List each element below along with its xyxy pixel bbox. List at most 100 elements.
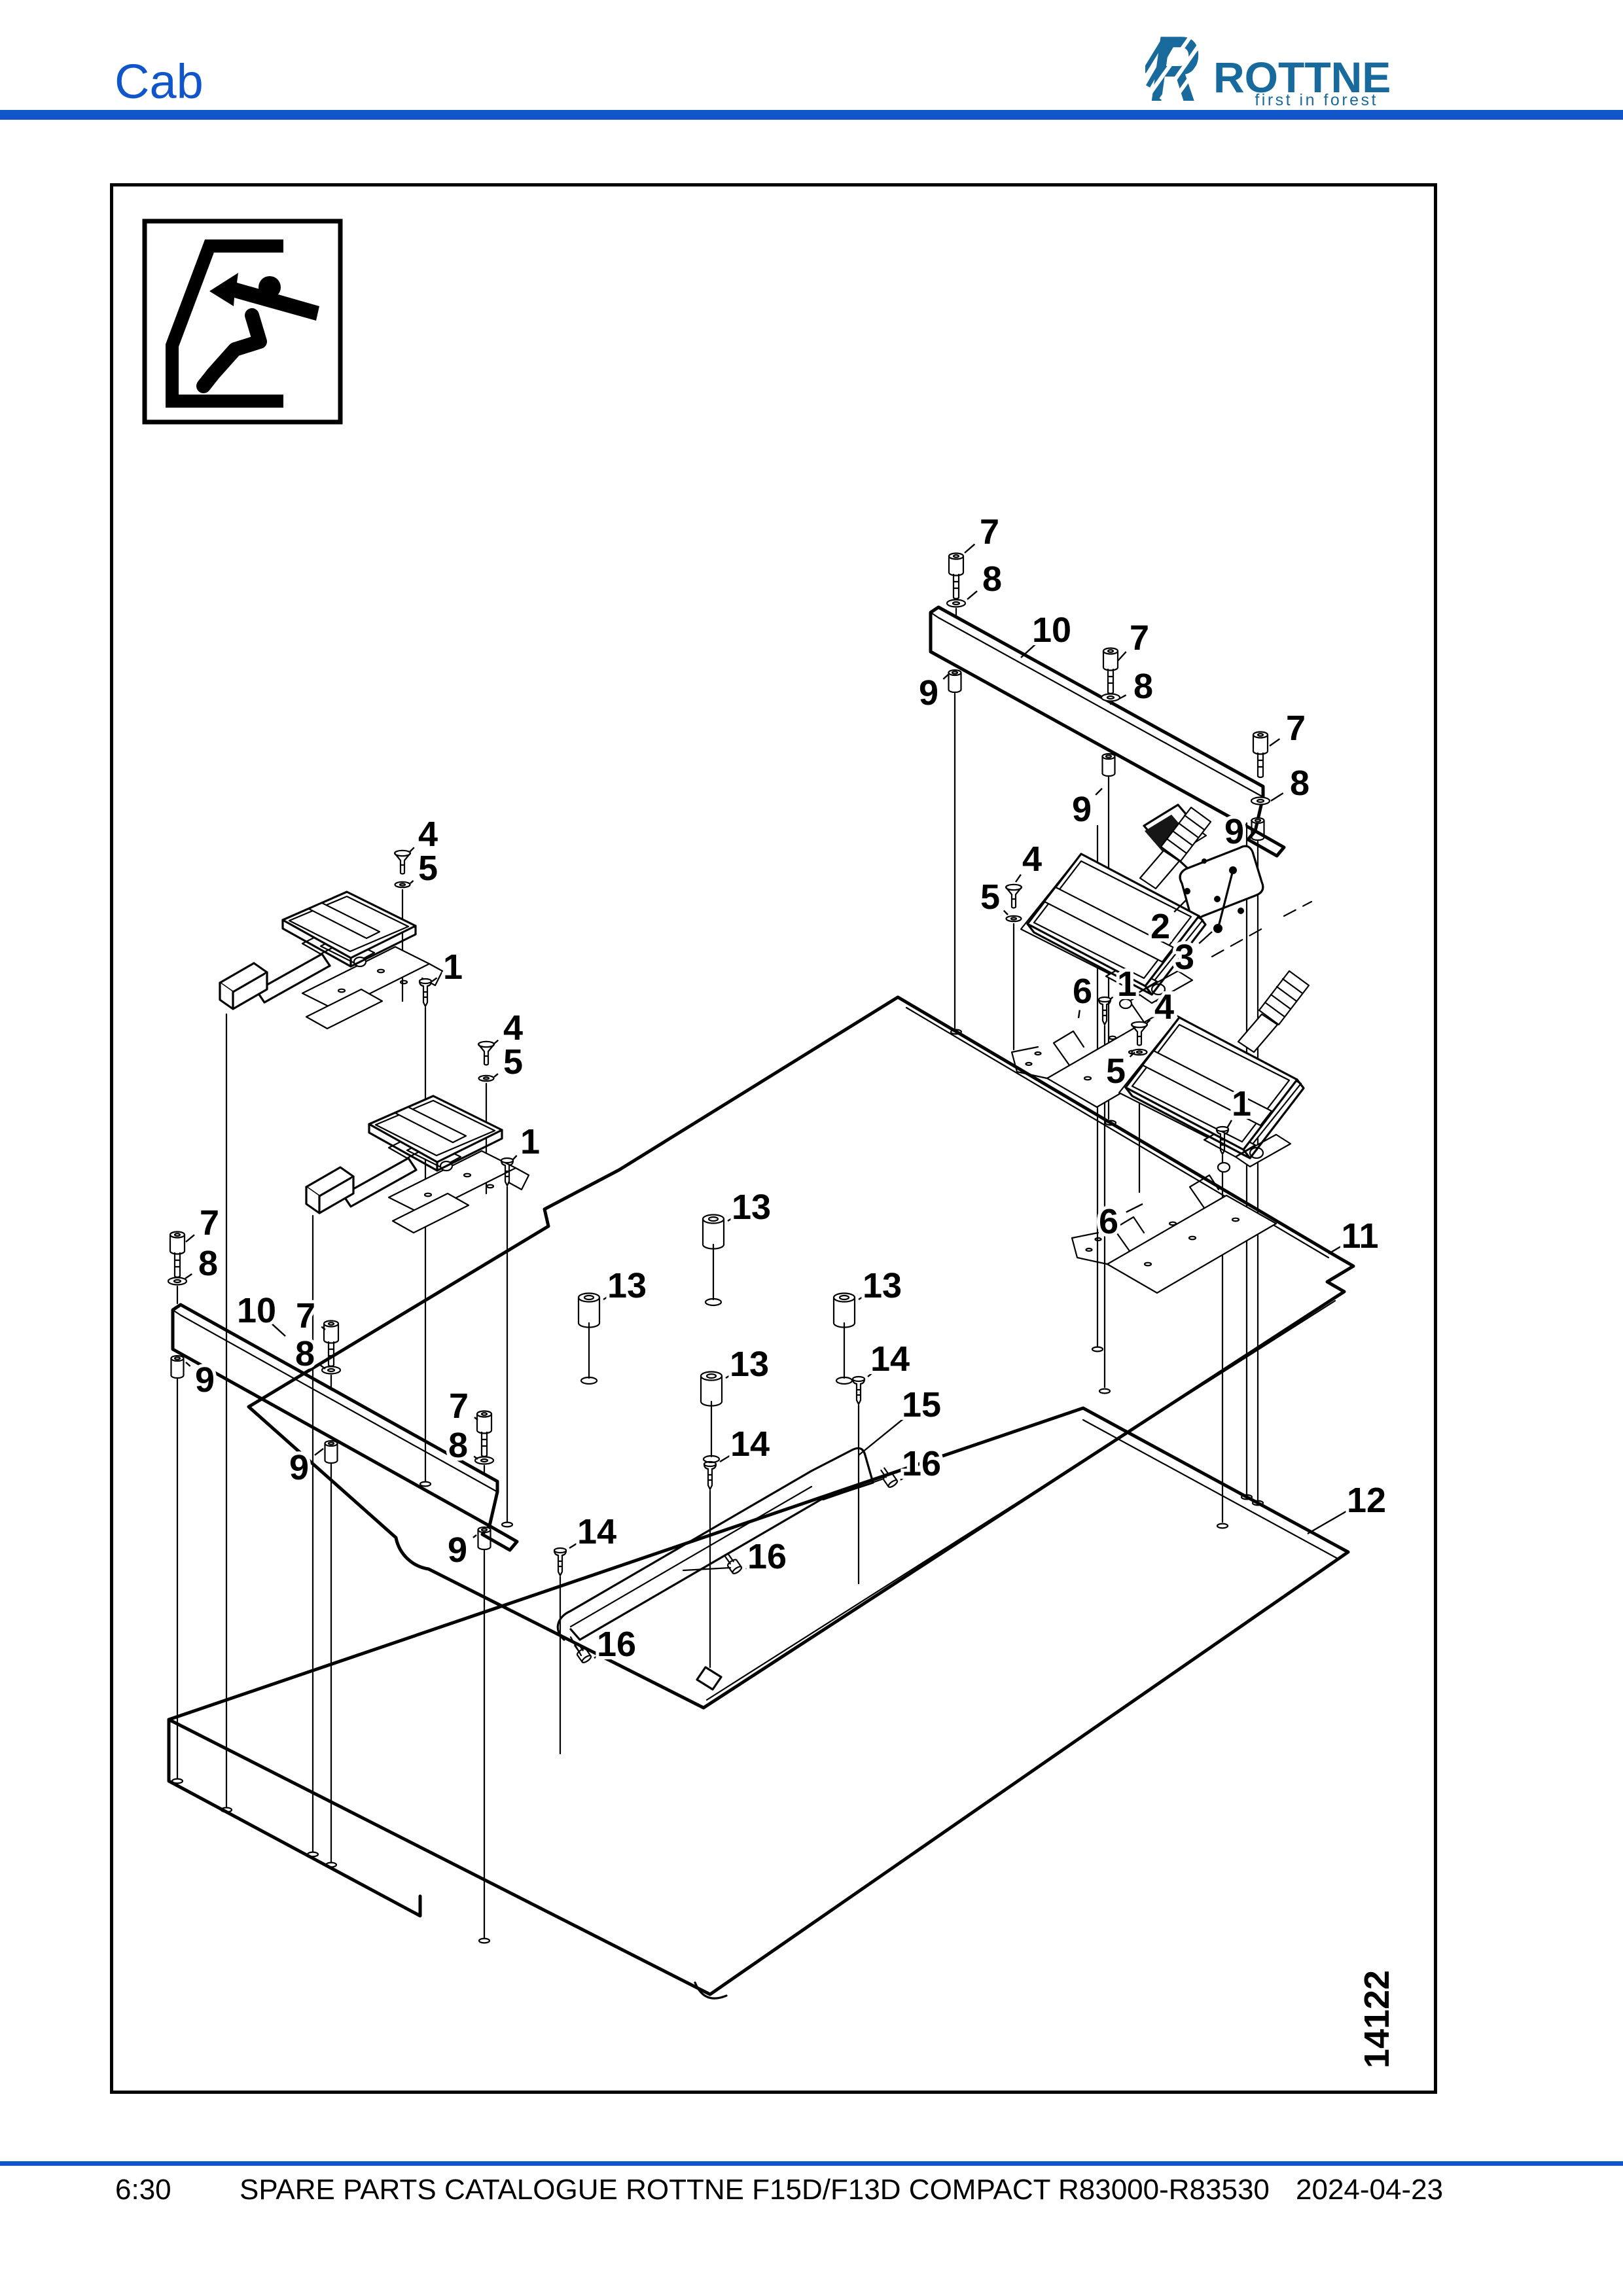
callout-label-13: 13 <box>730 1345 769 1384</box>
callout-label-13: 13 <box>732 1188 771 1227</box>
callout-label-11: 11 <box>1341 1216 1378 1256</box>
callout-label-5: 5 <box>418 849 438 888</box>
callout-leader <box>964 543 976 554</box>
callout-leader <box>1095 788 1103 796</box>
callout-label-2: 2 <box>1150 907 1170 946</box>
callout-leader <box>1270 792 1284 802</box>
callout-leader <box>473 1455 478 1460</box>
callout-label-10: 10 <box>237 1291 276 1330</box>
page-title: Cab <box>115 54 204 109</box>
callout-leader <box>1126 1203 1143 1213</box>
callout-leader <box>185 1362 191 1367</box>
logo-tagline: first in forest <box>1255 91 1378 109</box>
callout-leader <box>858 1294 866 1301</box>
rottne-logo: R ROTTNE first in forest <box>1145 26 1391 111</box>
footer-page-ref: 6:30 <box>115 2174 171 2206</box>
callout-label-10: 10 <box>1032 610 1071 650</box>
callout-label-4: 4 <box>418 815 438 854</box>
callout-leader <box>1307 1508 1350 1535</box>
callout-leader <box>719 1453 734 1463</box>
callout-label-8: 8 <box>198 1244 218 1283</box>
callout-label-5: 5 <box>503 1042 523 1082</box>
callout-leader <box>473 1534 477 1538</box>
callout-label-9: 9 <box>1224 812 1244 851</box>
callout-label-14: 14 <box>730 1424 770 1464</box>
callout-label-1: 1 <box>1232 1084 1251 1123</box>
callout-label-8: 8 <box>1133 667 1153 706</box>
callout-leader <box>1198 931 1213 944</box>
callout-leader <box>1146 1019 1151 1024</box>
callout-label-3: 3 <box>1175 938 1194 977</box>
drawing-number: 14122 <box>1357 1970 1397 2068</box>
logo-r-mark: R <box>1145 26 1217 111</box>
callout-leader <box>493 1073 499 1078</box>
callout-label-8: 8 <box>982 559 1002 599</box>
callout-label-7: 7 <box>200 1203 219 1243</box>
callout-label-8: 8 <box>295 1334 315 1373</box>
callout-label-7: 7 <box>449 1386 469 1426</box>
callout-leader <box>431 977 438 982</box>
callout-leader <box>410 880 414 884</box>
callout-leader <box>1015 874 1022 883</box>
callout-leader <box>512 1155 518 1160</box>
callout-label-1: 1 <box>443 947 463 987</box>
callout-leader <box>569 1540 581 1549</box>
callout-leader <box>1077 1010 1080 1019</box>
callout-label-1: 1 <box>520 1122 540 1161</box>
mounting-rail-left <box>171 1303 519 1552</box>
callout-label-5: 5 <box>1106 1051 1126 1091</box>
callout-label-7: 7 <box>980 512 999 552</box>
footer-date: 2024-04-23 <box>1296 2174 1444 2206</box>
callout-label-16: 16 <box>902 1444 941 1483</box>
callout-leader <box>942 673 950 680</box>
callout-label-16: 16 <box>747 1537 787 1576</box>
callout-label-7: 7 <box>1286 709 1306 748</box>
callout-label-13: 13 <box>607 1266 647 1305</box>
callout-leader <box>1226 1120 1233 1129</box>
support-bracket <box>556 1447 885 1657</box>
callout-leader <box>409 847 415 853</box>
callout-label-1: 1 <box>1117 964 1137 1004</box>
callout-label-15: 15 <box>902 1385 941 1424</box>
callout-leader <box>725 1373 734 1379</box>
logo-wordmark: ROTTNE <box>1213 53 1391 101</box>
door-frame-icon <box>166 239 283 408</box>
callout-label-9: 9 <box>289 1448 309 1487</box>
callout-label-9: 9 <box>195 1360 215 1400</box>
callout-leader <box>185 1273 192 1279</box>
callout-leader <box>185 1234 195 1243</box>
floor-base-panel <box>167 1406 1350 2000</box>
callout-leader <box>745 1565 751 1570</box>
footer: 6:30 SPARE PARTS CATALOGUE ROTTNE F15D/F… <box>0 2174 1623 2213</box>
callout-label-8: 8 <box>448 1426 468 1465</box>
callout-leader <box>1173 900 1186 913</box>
callout-leader <box>1117 651 1127 662</box>
callout-label-6: 6 <box>1073 972 1092 1011</box>
callout-label-8: 8 <box>1290 764 1310 803</box>
callout-leader <box>1328 1245 1344 1255</box>
callout-leader <box>314 1448 324 1456</box>
callout-label-4: 4 <box>1154 987 1174 1027</box>
callout-leader <box>474 1417 478 1421</box>
operator-head-icon <box>259 276 281 298</box>
callout-leader <box>727 1216 736 1222</box>
callout-label-16: 16 <box>597 1625 636 1664</box>
callout-label-14: 14 <box>870 1339 910 1379</box>
callout-label-14: 14 <box>577 1512 616 1551</box>
callout-label-5: 5 <box>980 877 1000 917</box>
callout-label-9: 9 <box>919 673 938 713</box>
callout-leader <box>319 1364 326 1369</box>
callout-label-12: 12 <box>1347 1481 1386 1520</box>
callout-leader <box>900 1474 907 1481</box>
callout-label-9: 9 <box>448 1530 467 1570</box>
callout-label-7: 7 <box>296 1296 315 1335</box>
cab-exit-pictogram <box>142 219 343 425</box>
callout-leader <box>967 590 978 600</box>
exploded-diagram: 7810789978978107897899451451451236451611… <box>110 183 1437 2094</box>
callout-label-6: 6 <box>1099 1202 1118 1241</box>
callout-leader <box>1020 642 1038 658</box>
operator-figure-icon <box>196 308 267 393</box>
callout-label-4: 4 <box>1022 839 1042 879</box>
